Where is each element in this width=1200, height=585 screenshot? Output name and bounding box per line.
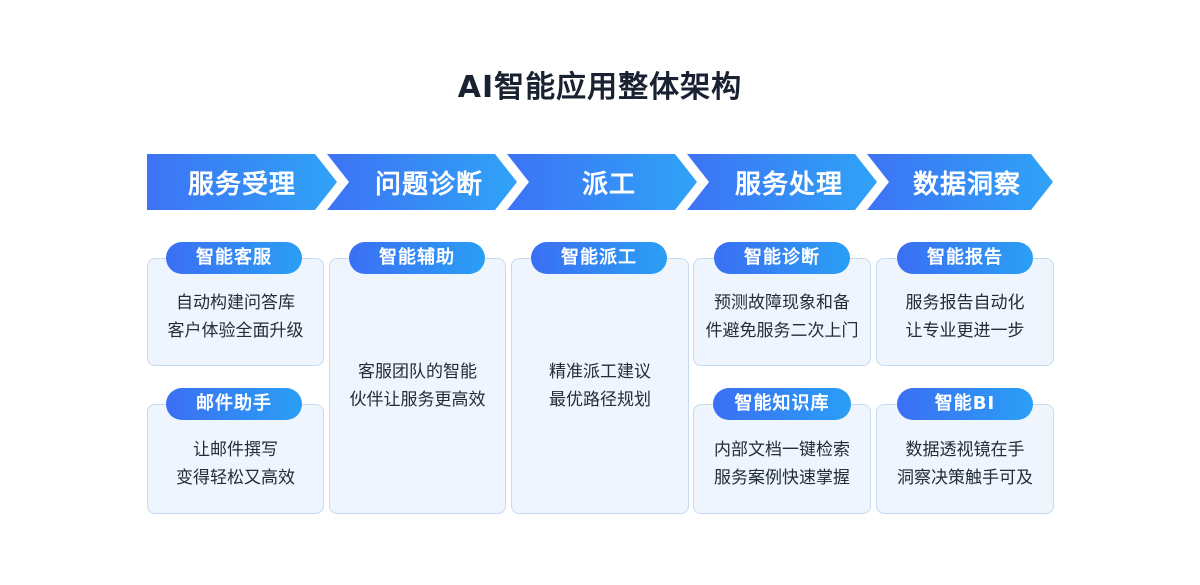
stage-dispatch: 派工 [507, 154, 697, 210]
card-smart-bi: 数据透视镜在手 洞察决策触手可及 [876, 404, 1054, 514]
stage-label: 问题诊断 [374, 169, 483, 200]
page-title: AI智能应用整体架构 [457, 70, 743, 105]
card-line: 服务案例快速掌握 [714, 468, 850, 488]
tag-smart-diagnosis: 智能诊断 [714, 242, 850, 274]
card-smart-assist: 客服团队的智能 伙伴让服务更高效 [329, 258, 506, 514]
card-line: 洞察决策触手可及 [897, 468, 1033, 488]
stage-label: 服务处理 [734, 169, 843, 200]
tag-smart-bi: 智能BI [897, 388, 1033, 420]
card-line: 精准派工建议 [549, 362, 651, 382]
card-smart-dispatch: 精准派工建议 最优路径规划 [511, 258, 689, 514]
stage-label: 服务受理 [187, 169, 296, 200]
stage-label: 数据洞察 [912, 169, 1021, 200]
stage-service-handling: 服务处理 [687, 154, 877, 210]
tag-mail-assistant: 邮件助手 [166, 388, 302, 420]
card-smart-diagnosis: 预测故障现象和备 件避免服务二次上门 [693, 258, 871, 366]
card-smart-customer-service: 自动构建问答库 客户体验全面升级 [147, 258, 324, 366]
card-line: 客服团队的智能 [358, 362, 477, 382]
card-line: 伙伴让服务更高效 [349, 390, 486, 410]
card-line: 让专业更进一步 [905, 321, 1025, 341]
card-line: 服务报告自动化 [905, 293, 1025, 313]
card-line: 自动构建问答库 [176, 293, 295, 313]
card-line: 件避免服务二次上门 [705, 321, 859, 341]
card-smart-report: 服务报告自动化 让专业更进一步 [876, 258, 1054, 366]
card-knowledge-base: 内部文档一键检索 服务案例快速掌握 [693, 404, 871, 514]
tag-smart-customer-service: 智能客服 [166, 242, 302, 274]
card-line: 数据透视镜在手 [905, 440, 1025, 460]
tag-knowledge-base: 智能知识库 [713, 388, 851, 420]
card-line: 最优路径规划 [549, 390, 651, 410]
card-line: 变得轻松又高效 [176, 468, 295, 488]
tag-smart-dispatch: 智能派工 [531, 242, 667, 274]
stage-problem-diagnosis: 问题诊断 [327, 154, 517, 210]
stage-service-intake: 服务受理 [147, 154, 337, 210]
tag-smart-assist: 智能辅助 [349, 242, 485, 274]
card-line: 内部文档一键检索 [714, 440, 850, 460]
card-line: 预测故障现象和备 [714, 293, 850, 313]
card-mail-assistant: 让邮件撰写 变得轻松又高效 [147, 404, 324, 514]
stage-label: 派工 [581, 169, 636, 200]
card-line: 客户体验全面升级 [167, 321, 304, 341]
card-line: 让邮件撰写 [193, 440, 278, 460]
stage-data-insight: 数据洞察 [867, 154, 1053, 210]
tag-smart-report: 智能报告 [897, 242, 1033, 274]
